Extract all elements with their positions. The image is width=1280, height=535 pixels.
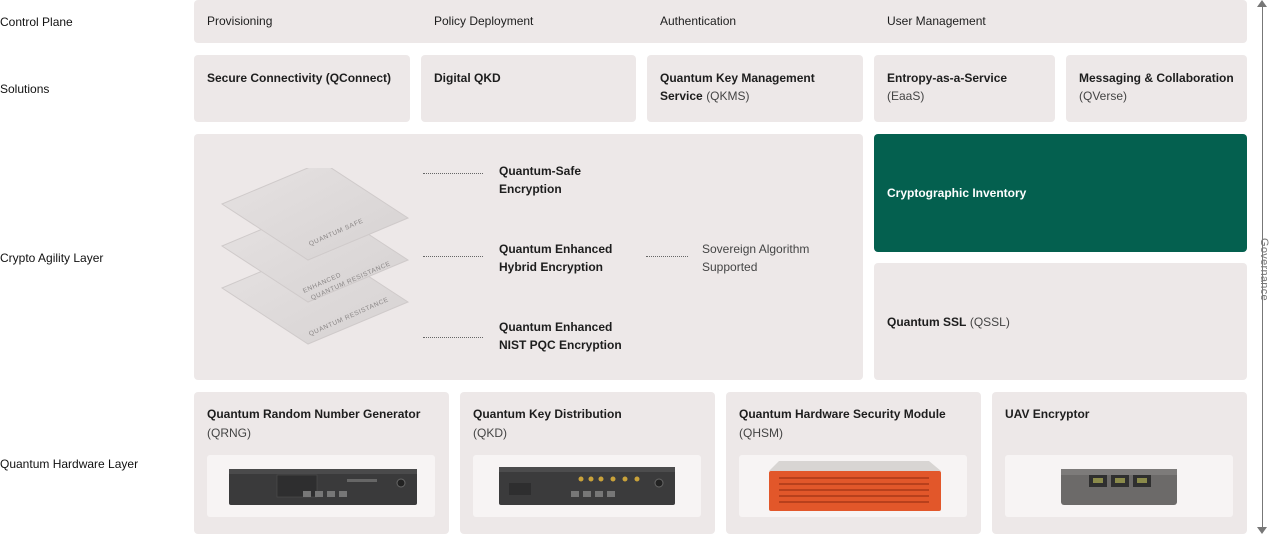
hardware-sub: (QKD) [473, 426, 507, 440]
solution-title: Digital QKD [434, 71, 501, 85]
control-item-policy-deployment[interactable]: Policy Deployment [434, 14, 534, 28]
row-label-control-plane: Control Plane [0, 15, 73, 29]
crypto-agility-panel: QUANTUM SAFE ENHANCED QUANTUM RESISTANCE… [194, 134, 863, 380]
solution-card-eaas[interactable]: Entropy-as-a-Service (EaaS) [874, 55, 1055, 122]
quantum-ssl-title: Quantum SSL [887, 315, 967, 329]
sovereign-line2: Supported [702, 260, 758, 274]
layer-plate-top [220, 168, 410, 261]
connector-hybrid [423, 256, 483, 257]
quantum-ssl-sub: (QSSL) [969, 315, 1010, 329]
solution-card-qverse[interactable]: Messaging & Collaboration (QVerse) [1066, 55, 1247, 122]
control-item-user-management[interactable]: User Management [887, 14, 986, 28]
encryption-line1: Quantum Enhanced [499, 320, 613, 334]
sovereign-line1: Sovereign Algorithm [702, 242, 810, 256]
encryption-line2: Encryption [499, 182, 562, 196]
solution-sub: (EaaS) [887, 89, 925, 103]
solution-sub: (QVerse) [1079, 89, 1128, 103]
solution-title: Messaging & Collaboration [1079, 71, 1234, 85]
qhsm-device-image [739, 455, 967, 517]
hardware-sub: (QRNG) [207, 426, 251, 440]
hardware-card-qhsm[interactable]: Quantum Hardware Security Module (QHSM) [726, 392, 981, 534]
connector-quantum-safe [423, 173, 483, 174]
control-item-provisioning[interactable]: Provisioning [207, 14, 273, 28]
governance-label: Governance [1258, 238, 1270, 301]
solution-card-digital-qkd[interactable]: Digital QKD [421, 55, 636, 122]
hardware-card-uav-encryptor[interactable]: UAV Encryptor [992, 392, 1247, 534]
governance-arrow-up-icon [1257, 0, 1267, 7]
connector-sovereign [646, 256, 688, 257]
sovereign-note: Sovereign Algorithm Supported [702, 240, 809, 276]
hardware-sub: (QHSM) [739, 426, 783, 440]
encryption-nist-pqc: Quantum Enhanced NIST PQC Encryption [499, 318, 622, 354]
cryptographic-inventory-title: Cryptographic Inventory [887, 186, 1027, 200]
encryption-quantum-safe: Quantum-Safe Encryption [499, 162, 581, 198]
uav-device-image [1005, 455, 1233, 517]
qhsm-device-svg [769, 461, 941, 511]
row-label-quantum-hardware: Quantum Hardware Layer [0, 457, 139, 471]
quantum-ssl-card[interactable]: Quantum SSL (QSSL) [874, 263, 1247, 380]
solution-card-qconnect[interactable]: Secure Connectivity (QConnect) [194, 55, 410, 122]
layer-stack-illustration: QUANTUM SAFE ENHANCED QUANTUM RESISTANCE… [220, 168, 410, 345]
qrng-device-image [207, 455, 435, 517]
connector-nist [423, 337, 483, 338]
hardware-title: UAV Encryptor [1005, 407, 1090, 421]
qkd-device-image [473, 455, 701, 517]
solution-title: Quantum Key Management [660, 71, 815, 85]
row-label-solutions: Solutions [0, 82, 50, 96]
control-plane-bar: Provisioning Policy Deployment Authentic… [194, 0, 1247, 43]
control-item-authentication[interactable]: Authentication [660, 14, 737, 28]
cryptographic-inventory-card[interactable]: Cryptographic Inventory [874, 134, 1247, 252]
governance-arrow-down-icon [1257, 527, 1267, 534]
encryption-line1: Quantum Enhanced [499, 242, 613, 256]
row-label-crypto-agility: Crypto Agility Layer [0, 251, 104, 265]
encryption-line2: Hybrid Encryption [499, 260, 604, 274]
solution-sub: (QKMS) [706, 89, 750, 103]
solution-title: Entropy-as-a-Service [887, 71, 1008, 85]
hardware-title: Quantum Random Number Generator [207, 407, 421, 421]
encryption-line1: Quantum-Safe [499, 164, 582, 178]
uav-device-svg [1061, 469, 1177, 505]
encryption-hybrid: Quantum Enhanced Hybrid Encryption [499, 240, 612, 276]
qrng-device-svg [229, 469, 417, 505]
hardware-card-qkd[interactable]: Quantum Key Distribution (QKD) [460, 392, 715, 534]
hardware-title: Quantum Hardware Security Module [739, 407, 946, 421]
qkd-device-svg [499, 467, 675, 505]
hardware-title: Quantum Key Distribution [473, 407, 622, 421]
solution-title-line2: Service [660, 89, 703, 103]
encryption-line2: NIST PQC Encryption [499, 338, 622, 352]
hardware-card-qrng[interactable]: Quantum Random Number Generator (QRNG) [194, 392, 449, 534]
solution-title: Secure Connectivity (QConnect) [207, 71, 392, 85]
solution-card-qkms[interactable]: Quantum Key Management Service (QKMS) [647, 55, 863, 122]
governance-axis-line [1262, 6, 1263, 532]
